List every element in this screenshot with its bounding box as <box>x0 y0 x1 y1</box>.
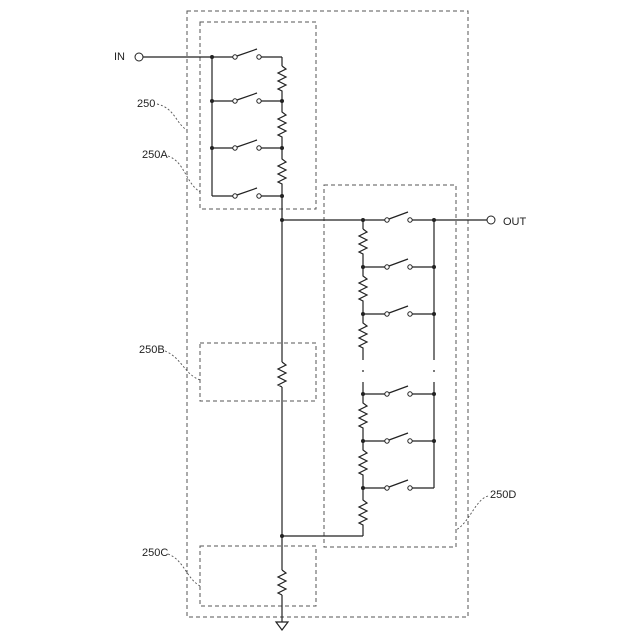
ground-icon <box>276 622 288 630</box>
section-250d-label: 250D <box>490 489 516 501</box>
section-250c-box <box>200 546 316 606</box>
section-250c-label: 250C <box>142 547 168 559</box>
section-250c-leader <box>168 554 200 586</box>
section-250b-label: 250B <box>139 344 165 356</box>
junction-dot <box>432 439 436 443</box>
block-250-label: 250 <box>137 98 155 110</box>
out-terminal-label: OUT <box>503 216 527 228</box>
junction-dot <box>432 392 436 396</box>
section-d-switch <box>363 386 434 396</box>
junction-dot <box>280 146 284 150</box>
junction-dot <box>210 55 214 59</box>
section-d-switch <box>363 259 434 269</box>
junction-dot <box>432 265 436 269</box>
junction-dot <box>432 312 436 316</box>
section-b-resistor <box>278 362 286 387</box>
section-d-switch <box>363 480 434 490</box>
section-a-resistor <box>278 148 286 196</box>
junction-dot <box>361 218 365 222</box>
section-d-switch <box>363 306 434 316</box>
section-d-resistor <box>359 229 367 267</box>
in-terminal <box>135 53 143 61</box>
section-d-resistor <box>359 394 367 441</box>
section-a-resistor <box>278 101 286 148</box>
section-d-resistor <box>359 314 367 360</box>
out-terminal <box>487 216 495 224</box>
section-a-switch <box>233 140 282 150</box>
section-d-resistor <box>359 441 367 488</box>
section-250a-label: 250A <box>142 149 168 161</box>
section-d-switch <box>385 212 434 222</box>
section-250b-box <box>200 343 316 401</box>
section-250a-box <box>200 22 316 209</box>
section-250b-leader <box>165 351 200 380</box>
section-d-resistor <box>359 267 367 314</box>
junction-dot <box>280 99 284 103</box>
section-c-resistor <box>278 570 286 595</box>
section-d-resistor <box>359 488 367 536</box>
section-250a-leader <box>168 156 200 192</box>
section-250d-box <box>324 185 456 547</box>
section-a-resistor <box>278 66 286 101</box>
junction-dot <box>210 99 214 103</box>
section-a-switch <box>233 188 282 198</box>
in-terminal-label: IN <box>114 51 125 63</box>
section-a-switch <box>233 49 282 59</box>
section-250d-leader <box>456 496 488 530</box>
section-a-switch <box>233 93 282 103</box>
block-250-leader <box>157 104 187 130</box>
section-d-switch <box>363 433 434 443</box>
junction-dot <box>210 146 214 150</box>
